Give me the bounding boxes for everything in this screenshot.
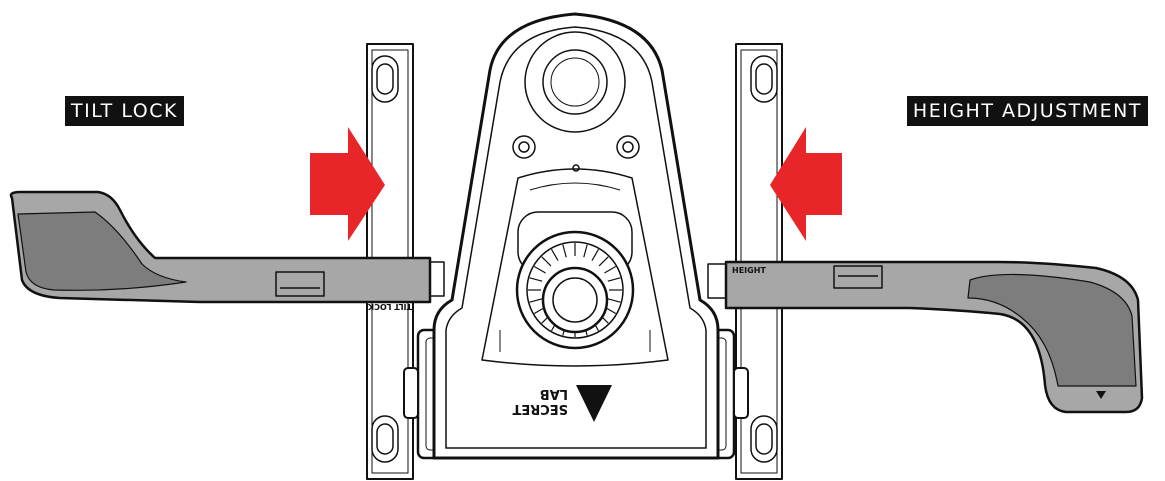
lever-label-right: HEIGHT [732,266,766,275]
knob-rib [533,265,546,274]
brand-name-line2: LAB [540,386,568,401]
tilt-lock-callout: TILT LOCK [65,96,184,126]
arrow-left-icon [770,127,842,241]
height-adjustment-lever: HEIGHT [707,260,1144,414]
knob-rib [607,277,621,282]
knob-rib [583,244,588,258]
triangle-logo-icon [576,385,612,422]
knob-rib [529,277,543,282]
brand-name-line1: SECRET [512,401,568,416]
knob-rib [541,256,552,267]
knob-rib [562,244,567,258]
brand-mark: SECRET LAB [512,385,612,422]
gas-lift-knob [515,211,635,350]
knob-rib [550,248,559,261]
tilt-lock-lever: TILT LOCK [9,190,445,311]
knob-rib [607,298,621,303]
lever-triangle-icon [1096,391,1106,399]
knob-rib [598,256,609,267]
knob-rib [591,248,600,261]
knob-rib [529,298,543,303]
arrow-right-icon [310,127,385,241]
knob-rib [604,265,617,274]
lever-label-left: TILT LOCK [367,302,412,311]
height-adjustment-callout: HEIGHT ADJUSTMENT [906,96,1148,126]
